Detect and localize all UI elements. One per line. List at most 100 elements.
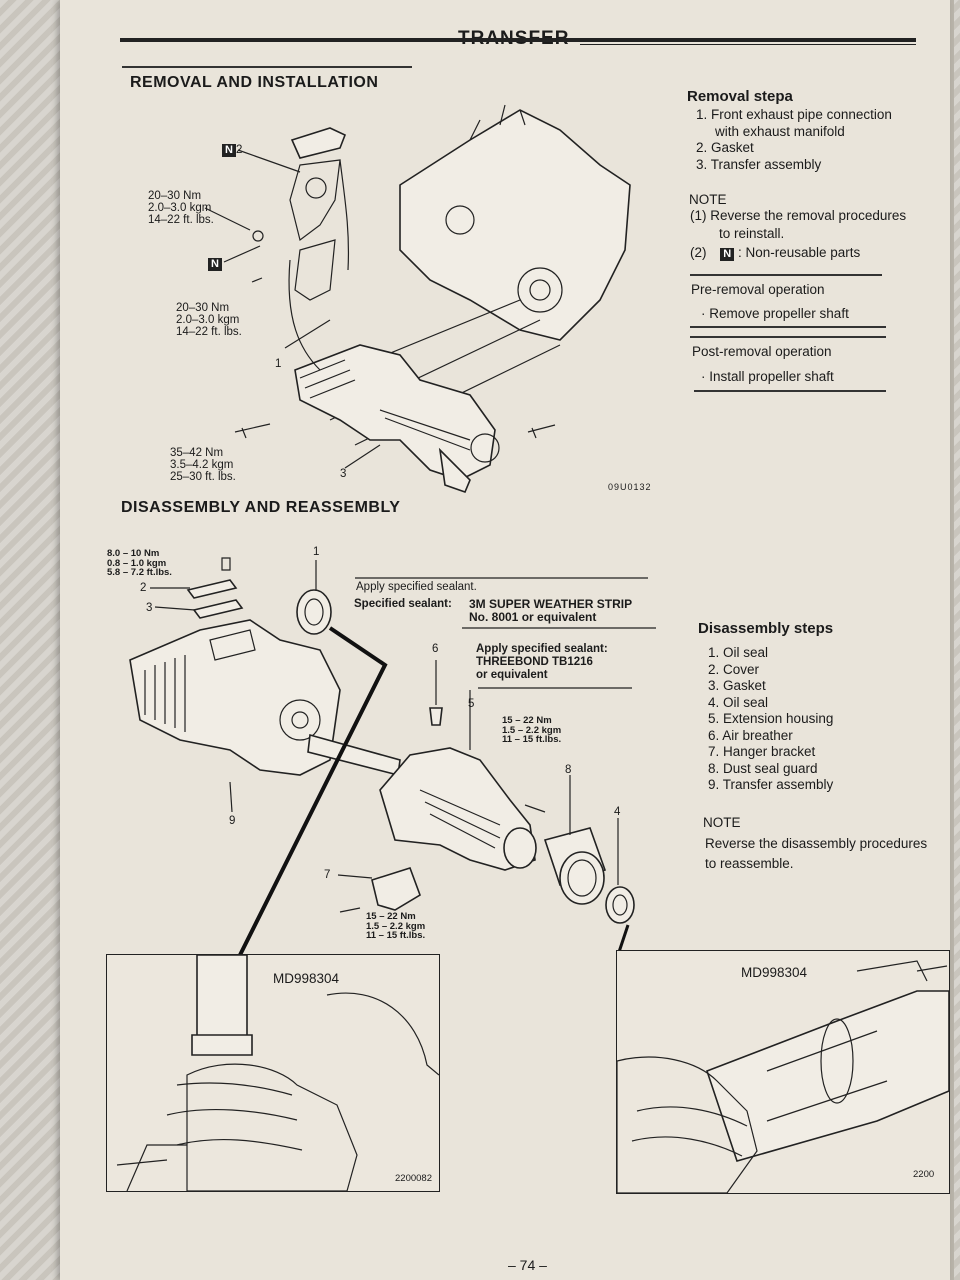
list-item: 9. Transfer assembly [708, 777, 834, 792]
hand-install-illustration [617, 960, 949, 1193]
disassembly-note-title: NOTE [703, 815, 741, 830]
removal-note-1b: to reinstall. [719, 226, 785, 241]
divider [690, 336, 886, 338]
torque-kgm: 3.5–4.2 kgm [170, 459, 234, 471]
torque-nm: 15 – 22 Nm [366, 911, 416, 922]
list-item: 8. Dust seal guard [708, 760, 818, 776]
list-item: 4. Oil seal [708, 694, 769, 710]
list-item: with exhaust manifold [715, 123, 845, 139]
torque-kgm: 1.5 – 2.2 kgm [366, 920, 426, 932]
torque-nm: 15 – 22 Nm [502, 715, 552, 726]
callout-n: N [208, 254, 222, 272]
list-item: 6. Air breather [708, 727, 793, 743]
figure-code-right: 2200 [913, 1169, 935, 1180]
callout-1: 1 [313, 546, 320, 558]
torque-spec-b: 15 – 22 Nm 1.5 – 2.2 kgm 11 – 15 ft.lbs. [502, 716, 561, 745]
torque-ftlbs: 11 – 15 ft.lbs. [502, 734, 562, 745]
torque-spec-c: 15 – 22 Nm 1.5 – 2.2 kgm 11 – 15 ft.lbs. [366, 912, 425, 941]
pre-removal-title: Pre-removal operation [691, 282, 825, 297]
figure-code: 09U0132 [608, 482, 652, 492]
page-number: – 74 – [508, 1257, 547, 1273]
sealant-note-1: Apply specified sealant. [356, 581, 477, 593]
list-item: 7. Hanger bracket [708, 744, 816, 759]
sealant-value: 3M SUPER WEATHER STRIP No. 8001 or equiv… [469, 598, 632, 624]
torque-kgm: 2.0–3.0 kgm [148, 202, 212, 214]
torque-spec-a: 8.0 – 10 Nm 0.8 – 1.0 kgm 5.8 – 7.2 ft.l… [107, 549, 172, 578]
note-number: (2) [690, 245, 707, 260]
removal-note-title: NOTE [689, 192, 727, 207]
removal-title: REMOVAL AND INSTALLATION [130, 74, 379, 91]
note-text: : Non-reusable parts [737, 245, 861, 260]
list-item: 3. Gasket [708, 678, 766, 693]
tool-figure-left: MD998304 2200082 [106, 954, 440, 1192]
list-item: 1. Oil seal [708, 645, 769, 660]
removal-note-1: (1) Reverse the removal procedures [690, 208, 907, 223]
torque-kgm: 2.0–3.0 kgm [176, 314, 240, 326]
torque-spec-3: 35–42 Nm 3.5–4.2 kgm 25–30 ft. lbs. [170, 447, 236, 483]
callout-5: 5 [468, 698, 475, 710]
transfer-disassembly-illustration [129, 557, 656, 956]
callout-8: 8 [565, 764, 572, 776]
tool-figure-right: MD998304 2200 [616, 950, 950, 1194]
non-reusable-badge: N [208, 258, 222, 271]
removal-note-2: (2) N : Non-reusable parts [690, 245, 860, 262]
sealant-label: Specified sealant: [354, 598, 452, 610]
non-reusable-badge: N [222, 144, 236, 157]
non-reusable-badge: N [720, 248, 735, 261]
post-removal-title: Post-removal operation [692, 344, 832, 359]
sealant-note-2: Apply specified sealant: THREEBOND TB121… [476, 643, 608, 682]
sealant-name: THREEBOND TB1216 [476, 656, 593, 668]
sealant-instruction: Apply specified sealant: [476, 643, 608, 655]
callout-6: 6 [432, 643, 439, 655]
pre-removal-item: · Remove propeller shaft [701, 306, 849, 321]
figure-code-left: 2200082 [395, 1173, 432, 1184]
callout-9: 9 [229, 815, 236, 827]
divider [690, 326, 886, 328]
disassembly-title: DISASSEMBLY AND REASSEMBLY [121, 499, 401, 516]
torque-ftlbs: 25–30 ft. lbs. [170, 471, 236, 483]
list-item: 3. Transfer assembly [696, 156, 822, 172]
header-rule [120, 38, 916, 42]
callout-1: 1 [275, 358, 282, 370]
header-rule-thin [580, 44, 916, 45]
divider [690, 274, 882, 276]
callout-7: 7 [324, 869, 331, 881]
torque-kgm: 0.8 – 1.0 kgm [107, 557, 167, 569]
torque-spec-2: 20–30 Nm 2.0–3.0 kgm 14–22 ft. lbs. [176, 302, 242, 338]
callout-2: 2 [140, 582, 147, 594]
section-rule [122, 66, 412, 68]
disassembly-note-text-2: to reassemble. [705, 856, 794, 871]
hand-press-illustration [116, 955, 439, 1191]
disassembly-steps-title: Disassembly steps [698, 620, 834, 637]
list-item: 2. Cover [708, 661, 760, 677]
list-item: 1. Front exhaust pipe connection [696, 107, 892, 122]
torque-kgm: 1.5 – 2.2 kgm [502, 724, 562, 736]
disassembly-note-text-1: Reverse the disassembly procedures [705, 836, 928, 851]
transfer-removal-illustration [204, 104, 631, 494]
callout-4: 4 [614, 806, 621, 818]
list-item: 5. Extension housing [708, 711, 834, 726]
sealant-equivalent: or equivalent [476, 669, 548, 681]
torque-nm: 8.0 – 10 Nm [107, 548, 160, 559]
list-item: 2. Gasket [696, 140, 754, 155]
torque-ftlbs: 5.8 – 7.2 ft.lbs. [107, 567, 172, 578]
sealant-name: 3M SUPER WEATHER STRIP [469, 597, 633, 611]
callout-3: 3 [340, 468, 347, 480]
disassembly-steps-list: 1. Oil seal 2. Cover 3. Gasket 4. Oil se… [708, 645, 833, 794]
torque-ftlbs: 14–22 ft. lbs. [148, 214, 214, 226]
callout-3: 3 [146, 602, 153, 614]
torque-nm: 20–30 Nm [148, 190, 202, 202]
tool-label-right: MD998304 [741, 965, 808, 980]
torque-ftlbs: 14–22 ft. lbs. [176, 326, 242, 338]
removal-steps-list: 1. Front exhaust pipe connection with ex… [696, 107, 892, 173]
callout-number: 2 [235, 144, 243, 156]
torque-nm: 35–42 Nm [170, 447, 224, 459]
torque-ftlbs: 11 – 15 ft.lbs. [366, 930, 426, 941]
torque-spec-1: 20–30 Nm 2.0–3.0 kgm 14–22 ft. lbs. [148, 190, 214, 226]
divider [694, 390, 886, 392]
sealant-equivalent: No. 8001 or equivalent [469, 610, 597, 624]
torque-nm: 20–30 Nm [176, 302, 230, 314]
removal-steps-title: Removal stepa [687, 88, 793, 105]
post-removal-item: · Install propeller shaft [701, 369, 834, 384]
